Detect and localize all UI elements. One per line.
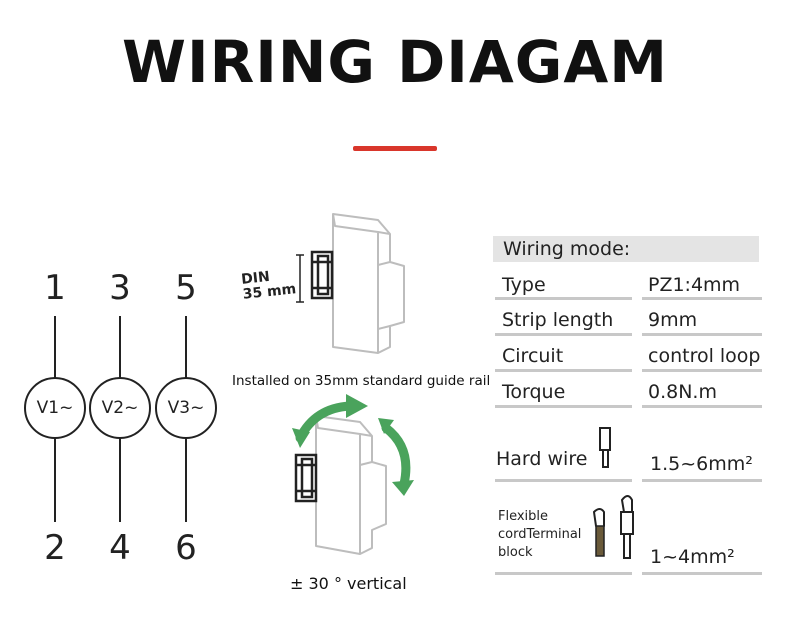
hard-wire-rule-label	[495, 479, 632, 482]
terminal-number-1: 1	[44, 268, 66, 308]
row-rule-type-value	[642, 297, 762, 300]
terminal-number-6: 6	[175, 528, 197, 568]
voltage-circle-3	[155, 377, 217, 439]
flexible-rule-label	[495, 572, 632, 575]
row-rule-torque-label	[495, 405, 632, 408]
flexible-label-line1: Flexible	[498, 509, 549, 524]
terminal-number-2: 2	[44, 528, 66, 568]
flexible-label: Flexible cordTerminal block	[498, 508, 581, 562]
voltage-label-1: V1~	[36, 398, 74, 418]
terminal-lines	[54, 316, 187, 522]
voltage-circle-1	[24, 377, 86, 439]
row-rule-strip-label	[495, 333, 632, 336]
rotation-arrow-top	[292, 394, 368, 448]
row-rule-circuit-label	[495, 369, 632, 372]
rotation-caption: ± 30 ° vertical	[290, 574, 407, 593]
row-value-torque: 0.8N.m	[648, 381, 717, 403]
row-rule-torque-value	[642, 405, 762, 408]
hard-wire-icon	[599, 427, 611, 468]
row-rule-strip-value	[642, 333, 762, 336]
title-underline	[353, 146, 437, 151]
din-label: DIN 35 mm	[240, 267, 296, 303]
hard-wire-label: Hard wire	[496, 448, 588, 470]
voltage-label-2: V2~	[101, 398, 139, 418]
din-module-rotated	[315, 415, 387, 555]
voltage-circle-2	[89, 377, 151, 439]
terminal-number-5: 5	[175, 268, 197, 308]
terminal-number-4: 4	[109, 528, 131, 568]
din-module-upright	[332, 213, 405, 354]
din-dimension-marker	[296, 254, 304, 303]
row-label-torque: Torque	[502, 381, 566, 403]
row-label-circuit: Circuit	[502, 345, 564, 367]
hard-wire-rule-value	[642, 479, 762, 482]
flexible-label-line2: cordTerminal	[498, 527, 582, 542]
row-label-type: Type	[502, 274, 546, 296]
rotation-arrow-right	[378, 418, 414, 496]
wiring-mode-header: Wiring mode:	[493, 236, 759, 262]
row-value-strip-length: 9mm	[648, 309, 698, 331]
row-label-strip-length: Strip length	[502, 309, 614, 331]
flexible-value: 1~4mm²	[650, 546, 735, 568]
flexible-rule-value	[642, 572, 762, 575]
row-value-circuit: control loop	[648, 345, 761, 367]
row-rule-type-label	[495, 297, 632, 300]
row-rule-circuit-value	[642, 369, 762, 372]
hard-wire-value: 1.5~6mm²	[650, 453, 753, 475]
flexible-label-line3: block	[498, 545, 533, 560]
row-value-type: PZ1:4mm	[648, 274, 741, 296]
din-rail-upper	[310, 250, 334, 300]
page-title: WIRING DIAGAM	[122, 28, 668, 96]
install-caption: Installed on 35mm standard guide rail	[232, 373, 491, 389]
flexible-cord-icon	[592, 495, 634, 559]
voltage-label-3: V3~	[167, 398, 205, 418]
din-rail-lower	[294, 453, 318, 503]
terminal-number-3: 3	[109, 268, 131, 308]
